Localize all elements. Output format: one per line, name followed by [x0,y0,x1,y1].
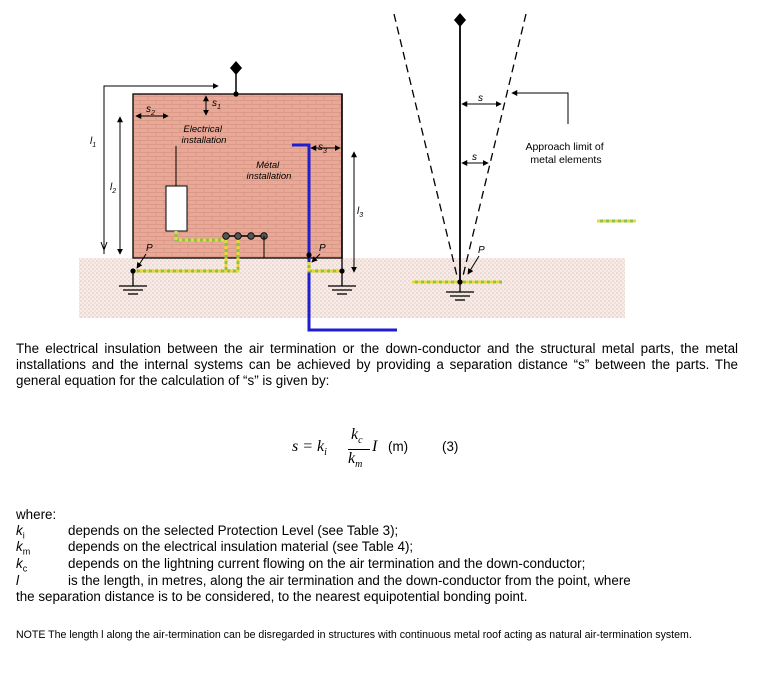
note-text: NOTE The length l along the air-terminat… [16,629,692,641]
p-label-mid: P [319,243,326,254]
cone-right-boundary [462,13,527,277]
s3-label: s3 [318,142,327,155]
earth-icon [328,258,356,295]
bonding-conductors [133,231,342,273]
l2-label: l2 [110,182,116,195]
separation-distance-figure: l1 l2 s2 s1 Electrical installation Méta… [79,13,636,332]
equation-number: (3) [442,439,459,454]
where-label: where: [16,507,57,522]
metal-conductor [292,143,397,332]
l1-label: l1 [90,136,96,149]
earth-icon [446,282,474,301]
cone-left-boundary [393,13,458,277]
definition-l-continuation: the separation distance is to be conside… [16,589,528,604]
electrical-installation-label: Electrical installation [182,124,227,146]
separation-distance-equation: s = ki kc km I (m) (3) [292,426,459,471]
ground-area [79,258,625,318]
equation-lhs: s = ki [292,438,327,459]
electrical-installation-box [165,185,188,232]
intro-paragraph: The electrical insulation between the ai… [16,341,738,388]
s-cone-upper-label: s [478,93,483,104]
bonding-bar-terminals [222,232,268,240]
s-cone-lower-label: s [472,152,477,163]
l3-label: l3 [357,206,363,219]
earth-icon [119,271,147,295]
p-label-right: P [478,245,485,256]
s1-label: s1 [212,98,221,111]
approach-limit-label: Approach limit of metal elements [525,141,606,166]
air-terminal-tip-icon [230,61,242,75]
metal-installation-label: Métal installation [247,160,292,182]
equation-variable: I [372,438,378,455]
mast-tip-icon [454,13,466,27]
s2-label: s2 [146,104,155,117]
p-label-left: P [146,243,153,254]
equation-unit: (m) [388,439,409,454]
